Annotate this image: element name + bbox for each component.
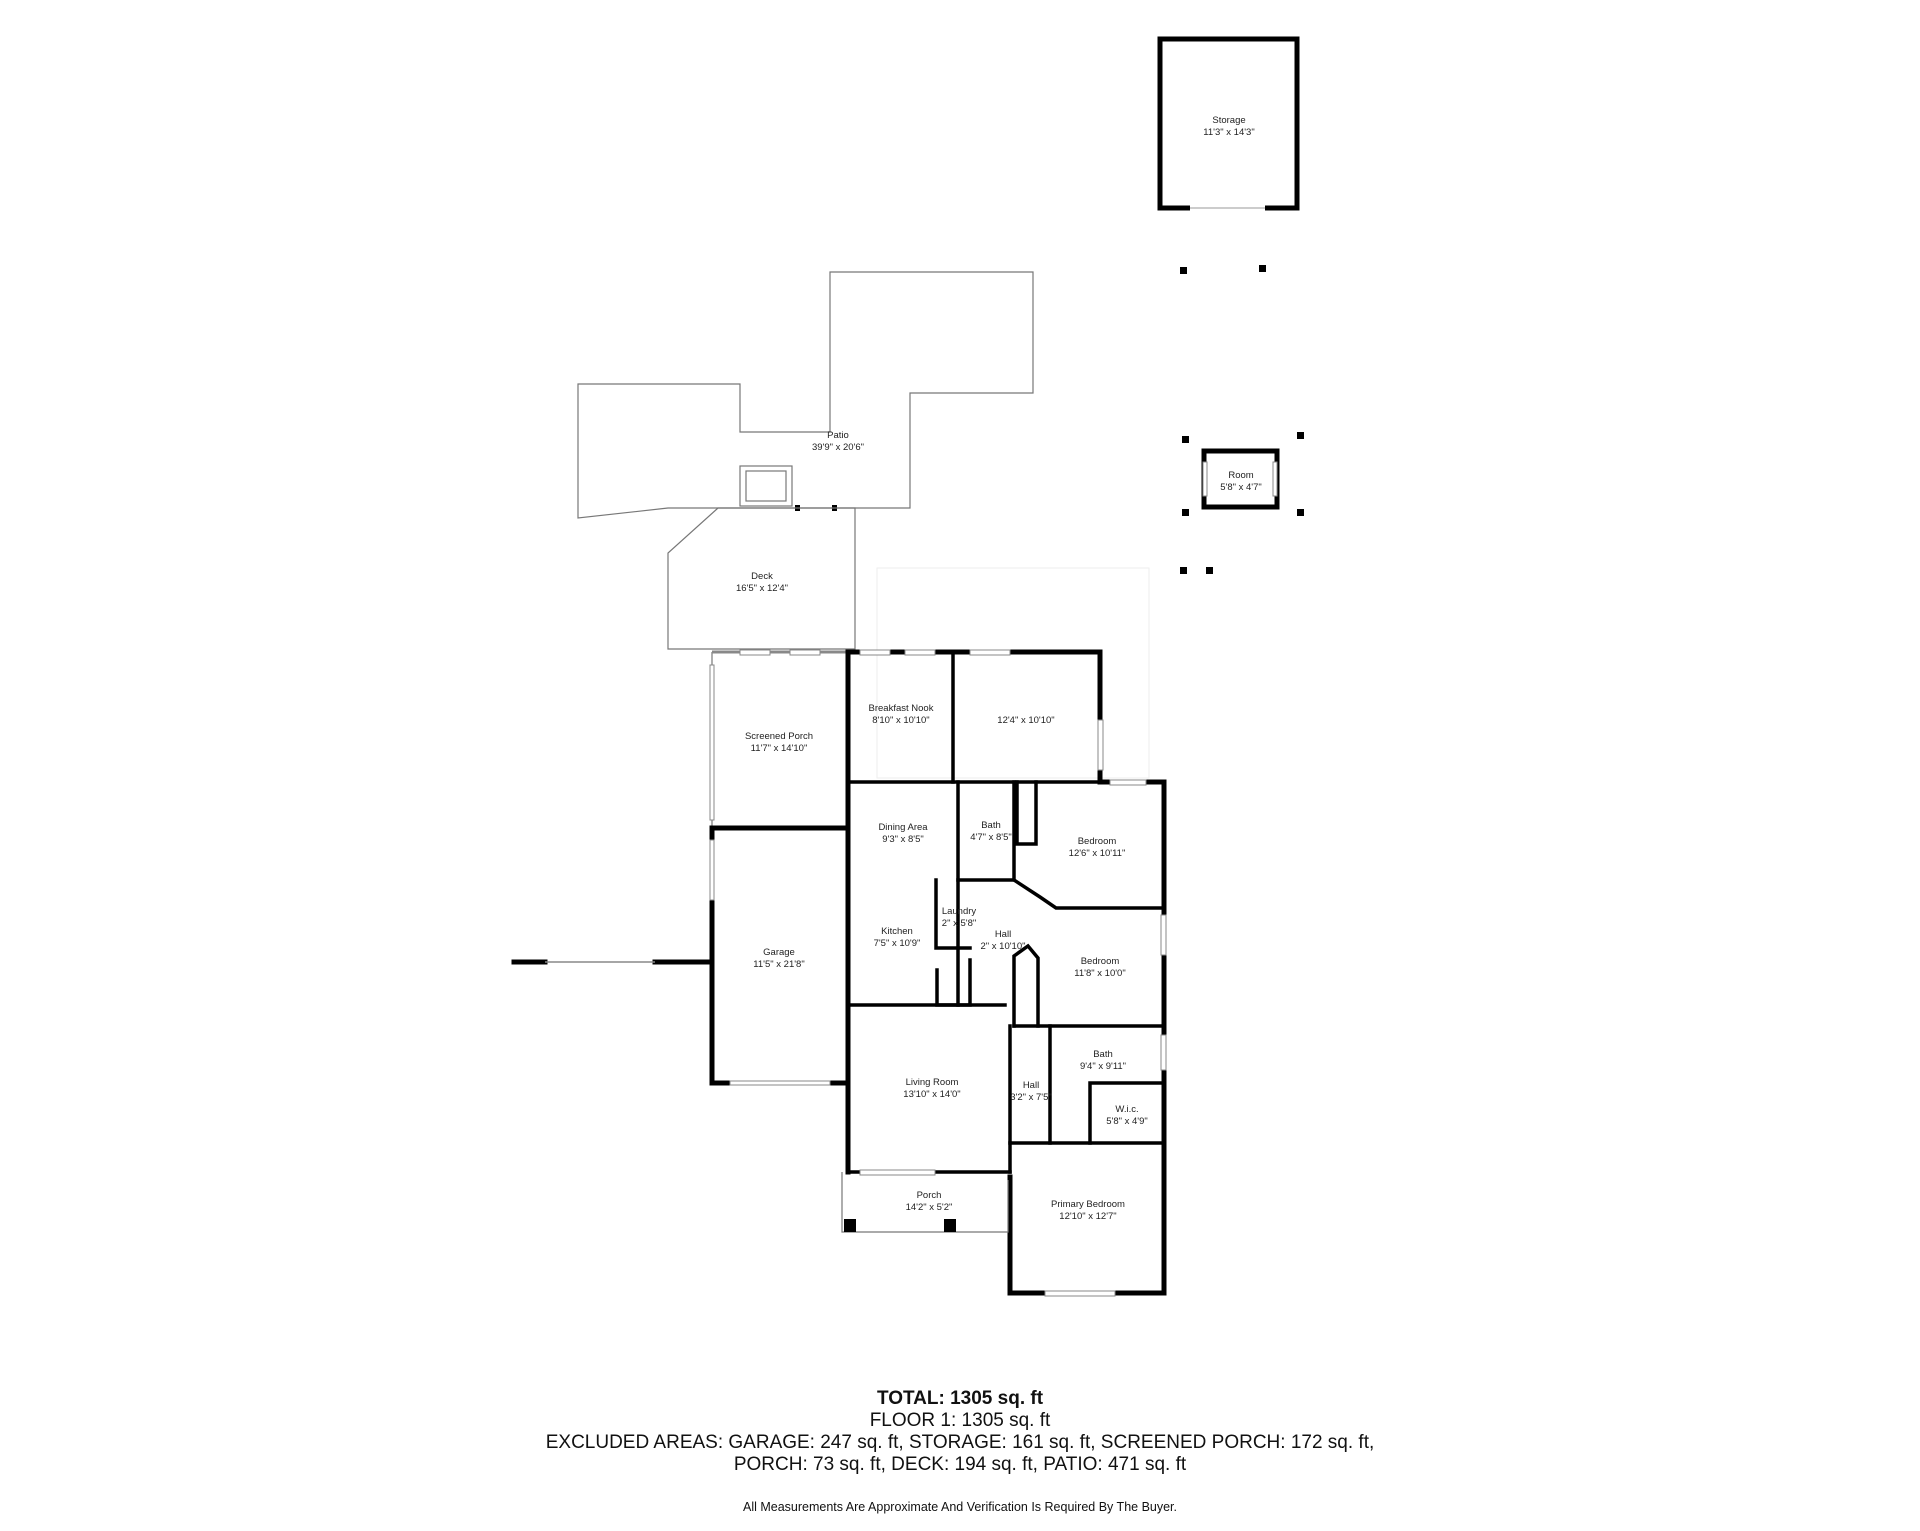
living-room-dims: 13'10" x 14'0" — [903, 1089, 960, 1100]
hall-1-label: Hall — [995, 929, 1011, 940]
laundry-dims: 2" x 5'8" — [942, 918, 976, 929]
excluded-areas-line-2: PORCH: 73 sq. ft, DECK: 194 sq. ft, PATI… — [733, 1454, 1187, 1475]
deck-dims: 16'5" x 12'4" — [736, 583, 788, 594]
kitchen-dims: 7'5" x 10'9" — [874, 938, 921, 949]
wic-label: W.i.c. — [1115, 1104, 1138, 1115]
area-summary: TOTAL: 1305 sq. ft FLOOR 1: 1305 sq. ft … — [0, 1388, 1920, 1514]
wic-dims: 5'8" x 4'9" — [1106, 1116, 1148, 1127]
patio-outline — [577, 271, 1034, 519]
bedroom-2-label: Bedroom — [1081, 956, 1120, 967]
storage-structure — [1157, 36, 1300, 211]
laundry-label: Laundry — [942, 906, 977, 917]
excluded-areas-line-1: EXCLUDED AREAS: GARAGE: 247 sq. ft, STOR… — [545, 1432, 1375, 1453]
house-walls — [511, 649, 1167, 1297]
kitchen-label: Kitchen — [881, 926, 913, 937]
patio-dims: 39'9" x 20'6" — [812, 442, 864, 453]
storage-dims: 11'3" x 14'3" — [1203, 127, 1254, 138]
garage-dims: 11'5" x 21'8" — [753, 959, 804, 970]
room-label: Room — [1228, 470, 1253, 481]
breakfast-nook-dims: 8'10" x 10'10" — [872, 715, 929, 726]
primary-bedroom-label: Primary Bedroom — [1051, 1199, 1125, 1210]
bedroom-2-dims: 11'8" x 10'0" — [1074, 968, 1125, 979]
primary-bedroom-dims: 12'10" x 12'7" — [1059, 1211, 1116, 1222]
bath-2-dims: 9'4" x 9'11" — [1080, 1061, 1126, 1072]
garage-label: Garage — [763, 947, 795, 958]
bath-2-label: Bath — [1093, 1049, 1113, 1060]
screened-porch-dims: 11'7" x 14'10" — [751, 743, 808, 754]
breakfast-nook-label: Breakfast Nook — [869, 703, 934, 714]
floor-area: FLOOR 1: 1305 sq. ft — [869, 1410, 1051, 1431]
patio-label: Patio — [827, 430, 849, 441]
room-dims: 5'8" x 4'7" — [1220, 482, 1262, 493]
screened-porch-label: Screened Porch — [745, 731, 813, 742]
dining-area-label: Dining Area — [878, 822, 928, 833]
porch-label: Porch — [917, 1190, 942, 1201]
bedroom-1-dims: 12'6" x 10'11" — [1069, 848, 1126, 859]
bedroom-1-label: Bedroom — [1078, 836, 1117, 847]
storage-label: Storage — [1212, 115, 1245, 126]
bath-1-dims: 4'7" x 8'5" — [970, 832, 1012, 843]
porch-dims: 14'2" x 5'2" — [906, 1202, 953, 1213]
hall-1-dims: 2" x 10'10" — [980, 941, 1025, 952]
unnamed-room-dims: 12'4" x 10'10" — [997, 715, 1054, 726]
hall-2-label: Hall — [1023, 1080, 1039, 1091]
deck-outline — [667, 507, 856, 650]
bath-1-label: Bath — [981, 820, 1001, 831]
small-room-structure — [1201, 448, 1280, 510]
dining-area-dims: 9'3" x 8'5" — [882, 834, 924, 845]
hall-2-dims: 3'2" x 7'5" — [1010, 1092, 1052, 1103]
total-area: TOTAL: 1305 sq. ft — [876, 1388, 1044, 1409]
gazebo-posts — [1180, 265, 1304, 574]
porch-structure — [841, 1172, 1009, 1233]
living-room-label: Living Room — [906, 1077, 959, 1088]
disclaimer: All Measurements Are Approximate And Ver… — [742, 1500, 1178, 1514]
deck-label: Deck — [751, 571, 773, 582]
room-labels: Storage 11'3" x 14'3" Patio 39'9" x 20'6… — [736, 115, 1262, 1222]
